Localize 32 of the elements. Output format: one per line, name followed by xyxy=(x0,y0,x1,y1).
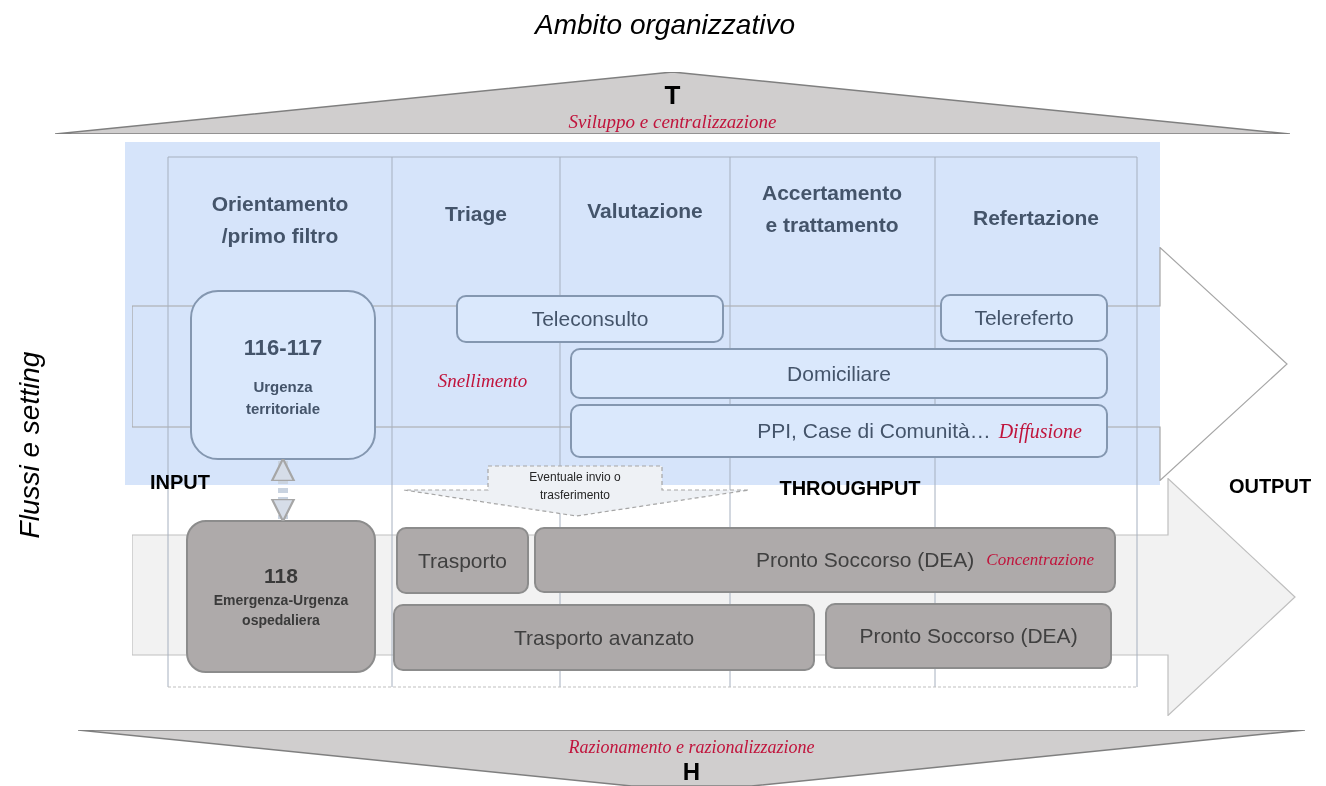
box-label: 116-117 xyxy=(243,333,323,362)
box-subtitle: Emergenza-Urgenza ospedaliera xyxy=(212,590,350,630)
band-caption: Sviluppo e centralizzazione xyxy=(568,112,777,131)
section-label: THROUGHPUT xyxy=(779,476,921,501)
band-caption: Razionamento e razionalizzazione xyxy=(568,738,815,756)
band-letter: H xyxy=(682,760,701,784)
box-label: 118 xyxy=(264,563,298,590)
trend-annotation: Concentrazione xyxy=(986,549,1094,572)
box-label: Pronto Soccorso (DEA) xyxy=(756,547,975,574)
trend-annotation: Diffusione xyxy=(998,419,1082,445)
side-label: Flussi e setting xyxy=(13,351,46,539)
column-header: Orientamento /primo filtro xyxy=(210,191,350,249)
box-label: PPI, Case di Comunità… xyxy=(757,418,991,445)
box-label: Domiciliare xyxy=(787,360,891,387)
column-header: Valutazione xyxy=(586,198,704,224)
callout-text: Eventuale invio o trasferimento xyxy=(528,469,622,504)
box-label: Trasporto avanzato xyxy=(513,624,695,651)
box-subtitle: Urgenza territoriale xyxy=(244,376,322,419)
diagram-title: Ambito organizzativo xyxy=(535,8,795,42)
column-header: Refertazione xyxy=(972,205,1100,231)
annotation: Snellimento xyxy=(437,369,528,393)
column-header: Triage xyxy=(444,201,508,227)
band-letter: T xyxy=(664,82,681,108)
box-label: Teleconsulto xyxy=(531,306,649,333)
section-label: OUTPUT xyxy=(1228,474,1312,499)
box-label: Pronto Soccorso (DEA) xyxy=(859,623,1078,650)
box-label: Telereferto xyxy=(974,305,1074,332)
double-arrow xyxy=(270,457,296,523)
box-label: Trasporto xyxy=(417,547,508,574)
setting-box xyxy=(570,404,1108,458)
column-header: Accertamento e trattamento xyxy=(760,180,904,238)
section-label: INPUT xyxy=(150,470,210,495)
